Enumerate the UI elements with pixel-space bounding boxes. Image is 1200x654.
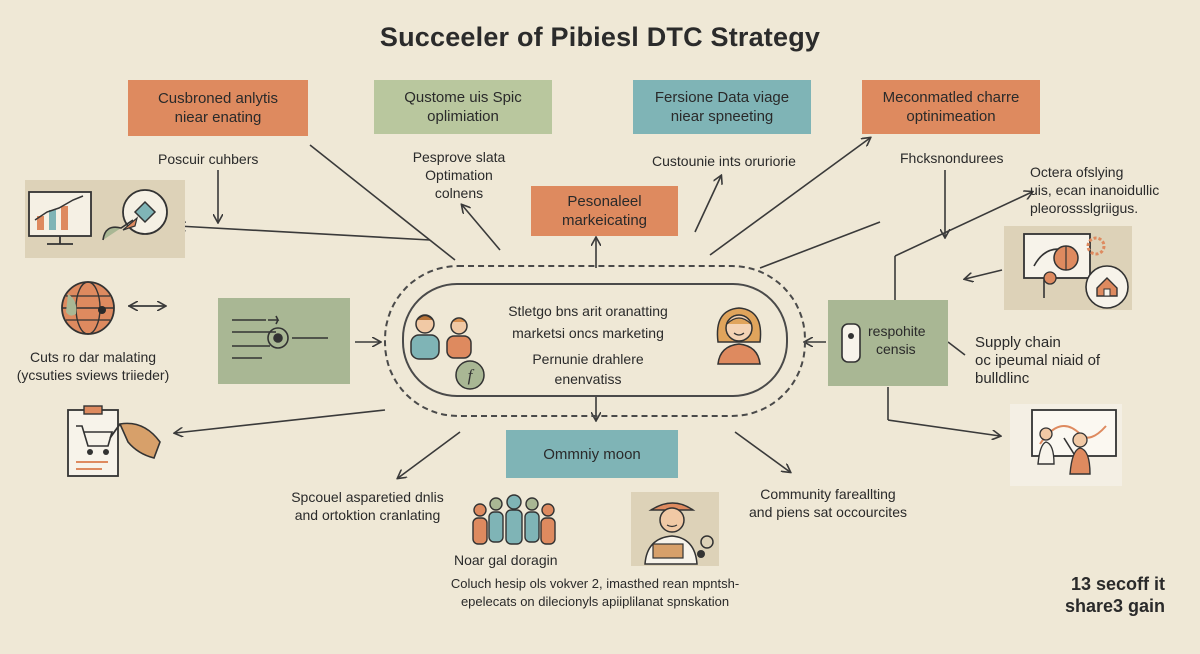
label-custounie: Custounie ints oruriorie [652,153,796,169]
phone-icon [841,323,861,363]
label-line: Supply chain [975,334,1061,351]
box-customer-optimization: Qustome uis Spic oplimiation [374,80,552,134]
audio-panel-icon [232,315,328,359]
label-line: epelecats on dilecionyls apiiplilanat sp… [460,594,730,609]
hub-inner-ring [402,283,788,397]
worker-icon [644,502,714,565]
hub-line: enenvatiss [554,371,622,387]
team-icon [1031,409,1117,475]
box-line: Meconmatled charre [882,89,1020,106]
hub-outer-ring [384,265,806,417]
label-line: Octera ofslying [1030,164,1124,180]
box-line: Cusbroned anlytis [157,90,279,107]
analytics-panel [25,180,185,258]
cart-panel [48,402,168,478]
label-line: uis, ecan inanoidullic [1030,182,1160,198]
label-spcouel: Spcouel asparetied dnlis and ortoktion c… [280,488,455,524]
woman-avatar-icon [716,307,762,365]
label-line: bulldlinc [975,370,1030,387]
box-line: oplimiation [427,108,499,125]
label-pesprove: Pesprove slata Optimation colnens [400,148,518,202]
box-customer-analytics: Cusbroned anlytis niear enating [128,80,308,136]
shopping-cart-icon [67,405,161,477]
analytics-monitor-icon [28,189,168,245]
box-community: Ommniy moon [506,430,678,478]
hub-line: marketsi oncs marketing [512,325,664,341]
label-line: respohite [868,323,926,339]
people-icon [410,314,472,360]
label-line: Community fareallting [760,486,896,502]
worker-panel [631,492,719,566]
box-line: Pesonaleel [567,193,642,210]
response-text: respohite censis [868,322,926,358]
hub-line: Stletgo bns arit oranatting [508,303,668,319]
stat-line: 13 secoff it [1070,574,1165,594]
label-octera: Octera ofslying uis, ecan inanoidullic p… [1030,163,1159,217]
label-line: (ycsuties sviews triieder) [16,367,170,383]
label-community: Community fareallting and piens sat occo… [738,485,918,521]
label-line: Optimation [425,167,493,183]
hub-text-bottom: Pernunie drahlere enenvatiss [488,350,688,388]
globe-panel [58,280,124,340]
stat-note: 13 secoff it share3 gain [1020,573,1165,617]
label-line: oc ipeumal niaid of [975,352,1101,369]
response-panel: respohite censis [828,300,948,386]
label-line: Cuts ro dar malating [29,349,157,365]
label-footer: Coluch hesip ols vokver 2, imasthed rean… [410,575,780,611]
box-line: niear spneeting [670,108,774,125]
label-line: Pesprove slata [412,149,506,165]
home-icon [1085,265,1129,309]
label-line: pleorossslgriigus. [1030,200,1139,216]
team-icon [472,494,556,545]
label-noar: Noar gal doragin [454,552,558,568]
hub-line: Pernunie drahlere [532,351,644,367]
box-automated-optimization: Meconmatled charre optinimeation [862,80,1040,134]
box-line: markeicating [561,212,648,229]
label-line: censis [876,341,916,357]
label-supply: Supply chain oc ipeumal niaid of bulldli… [975,334,1100,388]
box-line: Ommniy moon [543,445,641,463]
label-cuts: Cuts ro dar malating (ycsuties sviews tr… [8,348,178,384]
label-ficks: Fhcksnondurees [900,150,1004,166]
box-line: optinimeation [906,108,996,125]
label-line: colnens [434,185,484,201]
stat-line: share3 gain [1064,596,1165,616]
label-line: and ortoktion cranlating [294,507,441,523]
svg-text:f: f [468,366,475,385]
box-line: niear enating [174,109,262,126]
box-data-usage: Fersione Data viage niear spneeting [633,80,811,134]
team-panel [1010,404,1122,486]
page-title: Succeeler of Pibiesl DTC Strategy [379,22,821,52]
box-personalized-marketing: Pesonaleel markeicating [531,186,678,236]
globe-icon [61,281,115,335]
label-line: Coluch hesip ols vokver 2, imasthed rean… [450,576,740,591]
label-line: Spcouel asparetied dnlis [291,489,444,505]
presentation-icon [1023,233,1106,298]
box-line: Fersione Data viage [654,89,790,106]
box-line: Qustome uis Spic [404,89,522,106]
audio-panel [218,298,350,384]
label-line: and piens sat occourcites [749,504,907,520]
hub-text-top: Stletgo bns arit oranatting marketsi onc… [488,302,688,342]
dollar-icon: f [455,360,485,390]
label-poscur: Poscuir cuhbers [158,151,259,167]
